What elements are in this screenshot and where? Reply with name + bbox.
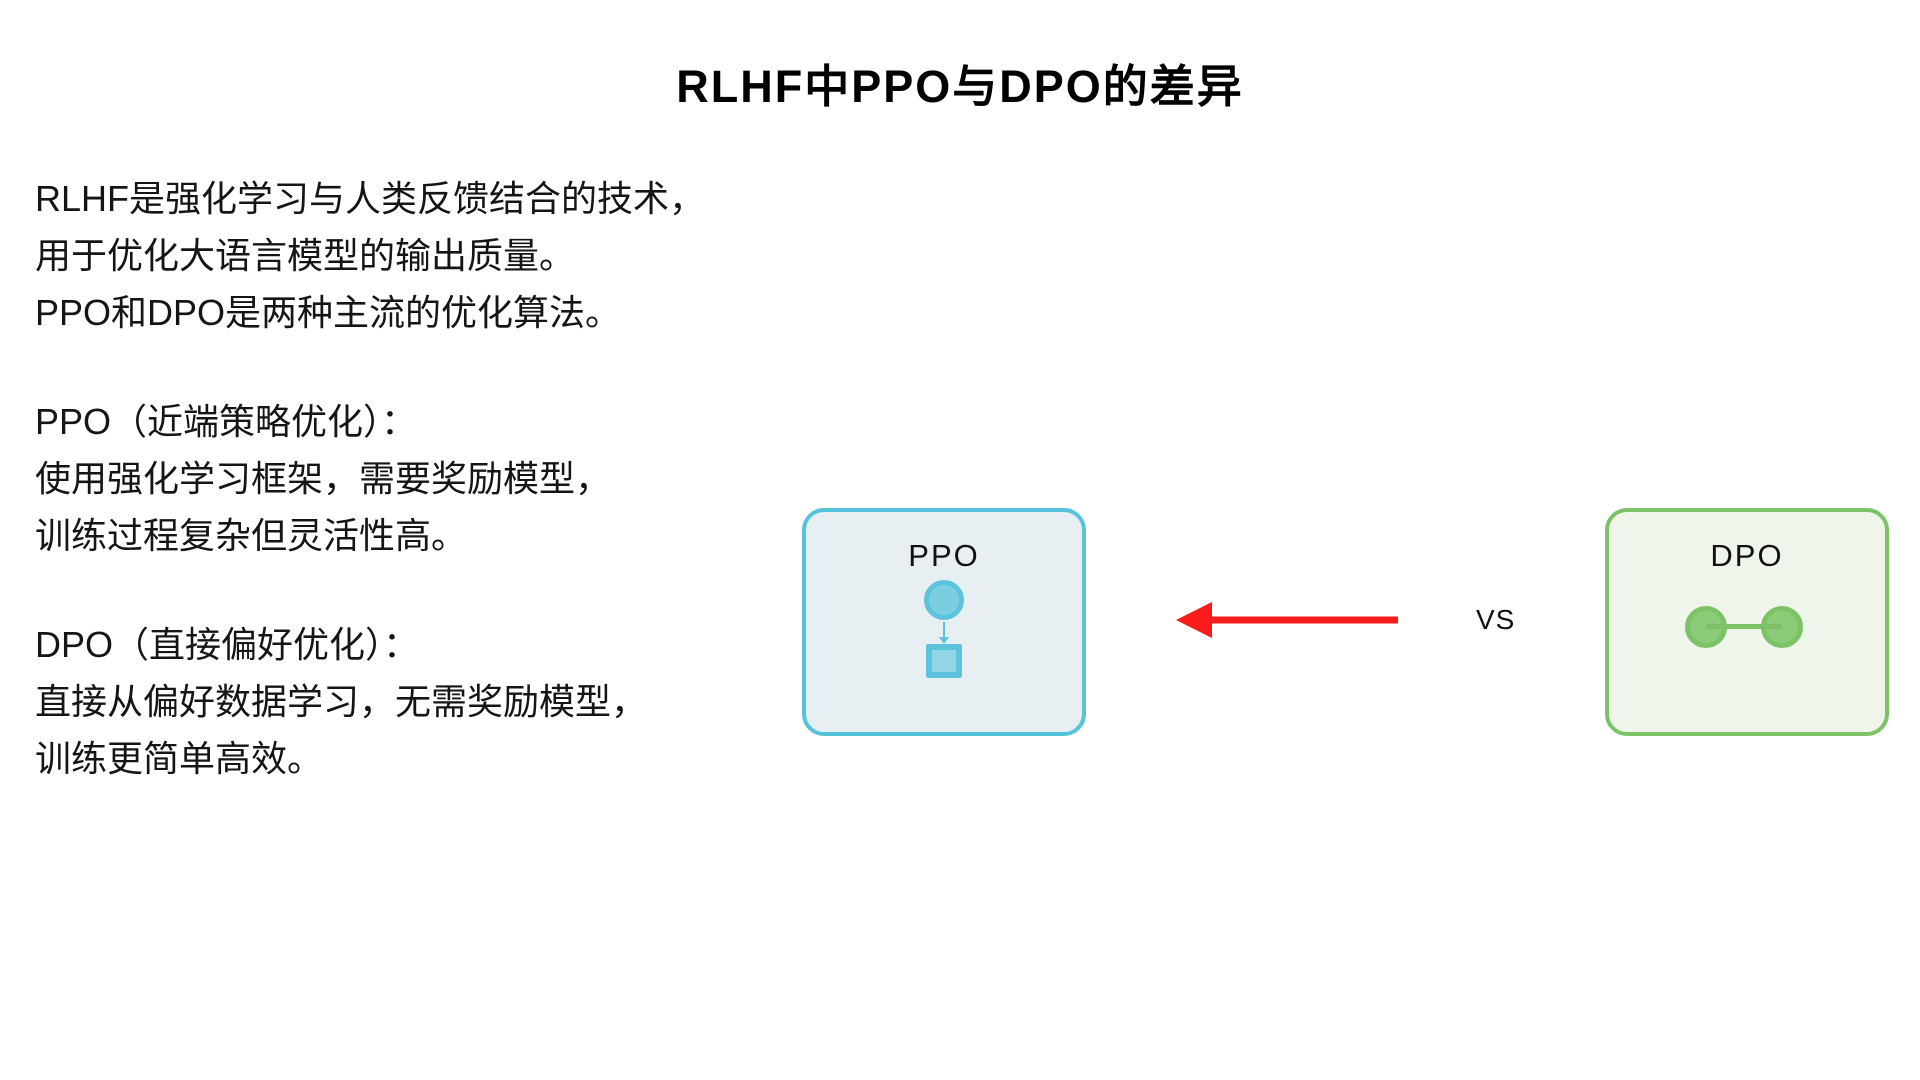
ppo-line: 训练过程复杂但灵活性高。 bbox=[35, 515, 468, 556]
dpo-node-label: DPO bbox=[1710, 538, 1784, 573]
intro-line: RLHF是强化学习与人类反馈结合的技术， bbox=[35, 178, 706, 219]
ppo-node-box: PPO bbox=[802, 508, 1086, 736]
page-title: RLHF中PPO与DPO的差异 bbox=[676, 61, 1244, 112]
vs-label: VS bbox=[1476, 604, 1516, 635]
down-arrow-icon bbox=[943, 622, 945, 637]
ppo-line: PPO（近端策略优化）： bbox=[35, 401, 418, 442]
intro-paragraph: RLHF是强化学习与人类反馈结合的技术， 用于优化大语言模型的输出质量。 PPO… bbox=[35, 170, 795, 341]
dpo-line: 直接从偏好数据学习，无需奖励模型， bbox=[35, 681, 648, 722]
dpo-node-box: DPO bbox=[1605, 508, 1889, 736]
down-arrowhead-icon bbox=[939, 637, 949, 644]
circle-node-icon bbox=[924, 580, 964, 620]
red-left-arrow-icon bbox=[1176, 602, 1398, 638]
circle-link-line-icon bbox=[1706, 624, 1782, 629]
ppo-node-label: PPO bbox=[908, 538, 980, 573]
dpo-line: 训练更简单高效。 bbox=[35, 738, 324, 779]
dpo-line: DPO（直接偏好优化）： bbox=[35, 624, 420, 665]
description-text: RLHF是强化学习与人类反馈结合的技术， 用于优化大语言模型的输出质量。 PPO… bbox=[35, 170, 795, 839]
dpo-paragraph: DPO（直接偏好优化）： 直接从偏好数据学习，无需奖励模型， 训练更简单高效。 bbox=[35, 616, 795, 787]
intro-line: 用于优化大语言模型的输出质量。 bbox=[35, 235, 576, 276]
ppo-line: 使用强化学习框架，需要奖励模型， bbox=[35, 458, 612, 499]
ppo-paragraph: PPO（近端策略优化）： 使用强化学习框架，需要奖励模型， 训练过程复杂但灵活性… bbox=[35, 393, 795, 564]
square-node-icon bbox=[926, 644, 962, 678]
intro-line: PPO和DPO是两种主流的优化算法。 bbox=[35, 292, 622, 333]
